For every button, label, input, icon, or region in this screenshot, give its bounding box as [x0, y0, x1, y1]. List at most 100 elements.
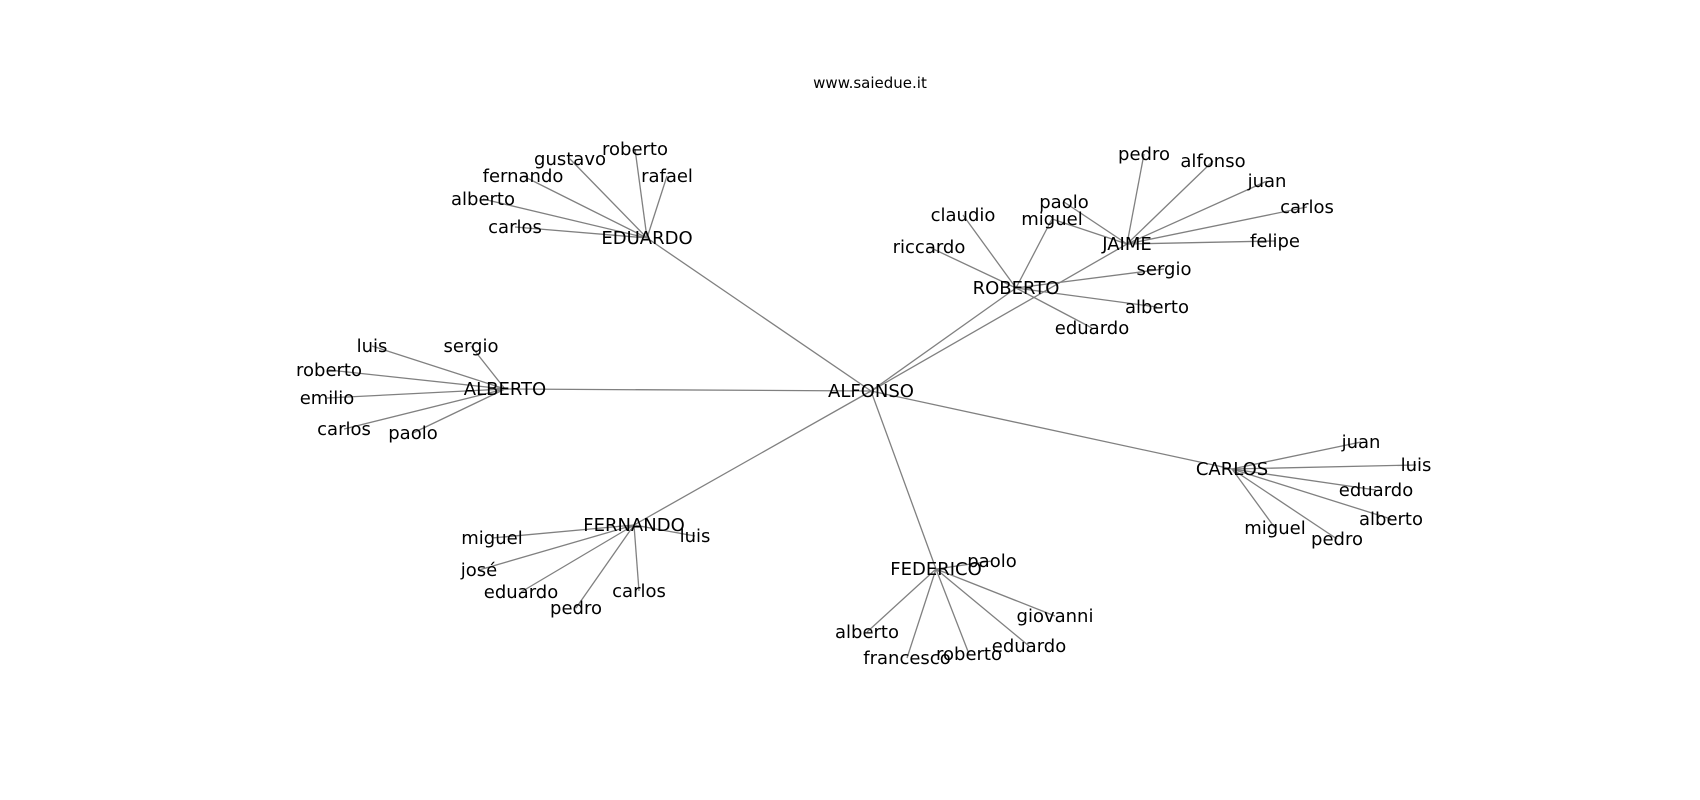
leaf-node-fd_eduardo: eduardo [992, 636, 1066, 657]
leaf-node-ro_alberto: alberto [1125, 297, 1189, 318]
leaf-node-fe_luis: luis [680, 526, 711, 547]
site-title: www.saiedue.it [813, 74, 927, 92]
leaf-node-ja_paolo: paolo [1039, 192, 1088, 213]
leaf-node-ca_alberto: alberto [1359, 509, 1423, 530]
leaf-node-fe_carlos: carlos [612, 581, 666, 602]
edge-alfonso-roberto_main [870, 287, 1017, 392]
edge-alfonso-jaime [870, 243, 1128, 392]
hub-node-jaime: JAIME [1101, 234, 1152, 255]
leaf-node-al_paolo: paolo [388, 423, 437, 444]
edge-roberto_main-ro_riccardo [928, 246, 1017, 289]
hub-node-alberto_main: ALBERTO [464, 379, 546, 400]
leaf-node-al_emilio: emilio [300, 388, 355, 409]
leaf-node-ed_alberto: alberto [451, 189, 515, 210]
edge-carlos_main-ca_alberto [1231, 468, 1392, 520]
leaf-node-al_carlos: carlos [317, 419, 371, 440]
edge-federico-fd_francesco [906, 568, 937, 659]
leaf-node-ja_carlos: carlos [1280, 197, 1334, 218]
edge-roberto_main-ja_miguel [1015, 218, 1053, 289]
leaf-node-fe_pedro: pedro [550, 598, 602, 619]
hub-node-carlos_main: CARLOS [1196, 459, 1268, 480]
edge-eduardo-ed_rafael [646, 175, 668, 239]
edge-fernando_main-fe_jose [478, 524, 635, 571]
leaf-node-ro_claudio: claudio [931, 205, 996, 226]
leaf-node-al_roberto: roberto [296, 360, 362, 381]
edge-carlos_main-ca_juan [1231, 441, 1362, 470]
edge-carlos_main-ca_eduardo [1231, 468, 1377, 491]
leaf-node-ca_luis: luis [1401, 455, 1432, 476]
edge-federico-fd_eduardo [935, 568, 1030, 647]
edge-roberto_main-ro_sergio [1015, 268, 1165, 289]
leaf-node-ro_sergio: sergio [1137, 259, 1192, 280]
leaf-node-ca_juan: juan [1341, 432, 1381, 453]
edge-alfonso-alberto_main [504, 388, 872, 392]
hub-node-eduardo: EDUARDO [601, 228, 692, 249]
leaf-node-fd_paolo: paolo [967, 551, 1016, 572]
edge-fernando_main-fe_luis [633, 524, 696, 537]
leaf-node-ro_eduardo: eduardo [1055, 318, 1129, 339]
leaf-node-fd_giovanni: giovanni [1017, 606, 1094, 627]
edge-roberto_main-ro_alberto [1015, 287, 1158, 308]
edge-alberto_main-al_paolo [412, 388, 506, 434]
edge-eduardo-ed_roberto [634, 148, 648, 239]
leaf-node-fd_alberto: alberto [835, 622, 899, 643]
leaf-node-fe_jose: josé [460, 560, 497, 581]
leaf-node-ja_felipe: felipe [1250, 231, 1300, 252]
edge-alfonso-eduardo [646, 237, 872, 392]
leaf-node-ca_pedro: pedro [1311, 529, 1363, 550]
hub-node-fernando_main: FERNANDO [583, 515, 685, 536]
edge-jaime-ja_carlos [1126, 206, 1308, 245]
edge-alberto_main-al_emilio [326, 388, 506, 399]
edge-federico-fd_paolo [935, 560, 993, 570]
hub-node-federico: FEDERICO [890, 559, 982, 580]
leaf-node-ed_roberto: roberto [602, 139, 668, 160]
edge-eduardo-ed_fernando [522, 175, 648, 239]
edge-federico-fd_roberto [935, 568, 970, 655]
edge-fernando_main-fe_eduardo [520, 524, 635, 593]
leaf-node-al_sergio: sergio [444, 336, 499, 357]
edge-alfonso-fernando_main [633, 390, 872, 526]
edge-alfonso-federico [870, 390, 937, 570]
leaf-node-ca_eduardo: eduardo [1339, 480, 1413, 501]
leaf-node-fe_miguel: miguel [461, 528, 522, 549]
edge-fernando_main-fe_miguel [491, 524, 635, 539]
edge-alberto_main-al_luis [371, 345, 506, 390]
edge-jaime-ja_miguel [1051, 218, 1128, 245]
edge-jaime-ja_felipe [1126, 240, 1276, 245]
edge-carlos_main-ca_luis [1231, 464, 1417, 470]
edge-roberto_main-ro_eduardo [1015, 287, 1093, 329]
leaf-node-ja_alfonso: alfonso [1180, 151, 1245, 172]
edges-layer [326, 148, 1417, 659]
edge-fernando_main-fe_carlos [633, 524, 640, 592]
edge-jaime-ja_pedro [1126, 153, 1145, 245]
edge-fernando_main-fe_pedro [575, 524, 635, 609]
leaf-node-ed_fernando: fernando [483, 166, 564, 187]
edge-alberto_main-al_carlos [343, 388, 506, 430]
leaf-node-ro_riccardo: riccardo [893, 237, 966, 258]
leaf-node-ja_pedro: pedro [1118, 144, 1170, 165]
edge-roberto_main-ro_claudio [962, 214, 1017, 289]
leaf-node-ed_carlos: carlos [488, 217, 542, 238]
edge-federico-fd_giovanni [935, 568, 1056, 617]
hub-node-roberto_main: ROBERTO [973, 278, 1060, 299]
edge-carlos_main-ca_pedro [1231, 468, 1338, 540]
hub-node-alfonso: ALFONSO [828, 381, 914, 402]
edge-jaime-ja_paolo [1063, 201, 1128, 245]
edge-eduardo-ed_carlos [514, 226, 648, 239]
edge-eduardo-ed_alberto [482, 198, 648, 239]
leaf-node-ja_juan: juan [1247, 171, 1287, 192]
edge-carlos_main-ca_miguel [1231, 468, 1276, 529]
leaf-node-ca_miguel: miguel [1244, 518, 1305, 539]
edge-alberto_main-al_sergio [470, 345, 506, 390]
edge-eduardo-ed_gustavo [569, 158, 648, 239]
leaf-node-al_luis: luis [357, 336, 388, 357]
leaf-node-fd_francesco: francesco [863, 648, 950, 669]
leaf-node-ed_gustavo: gustavo [534, 149, 606, 170]
edge-alberto_main-al_roberto [328, 369, 506, 390]
edge-jaime-ja_alfonso [1126, 160, 1214, 245]
leaf-node-fd_roberto: roberto [936, 644, 1002, 665]
edge-alfonso-carlos_main [870, 390, 1233, 470]
leaf-node-ed_rafael: rafael [641, 166, 693, 187]
edge-federico-fd_alberto [866, 568, 937, 633]
